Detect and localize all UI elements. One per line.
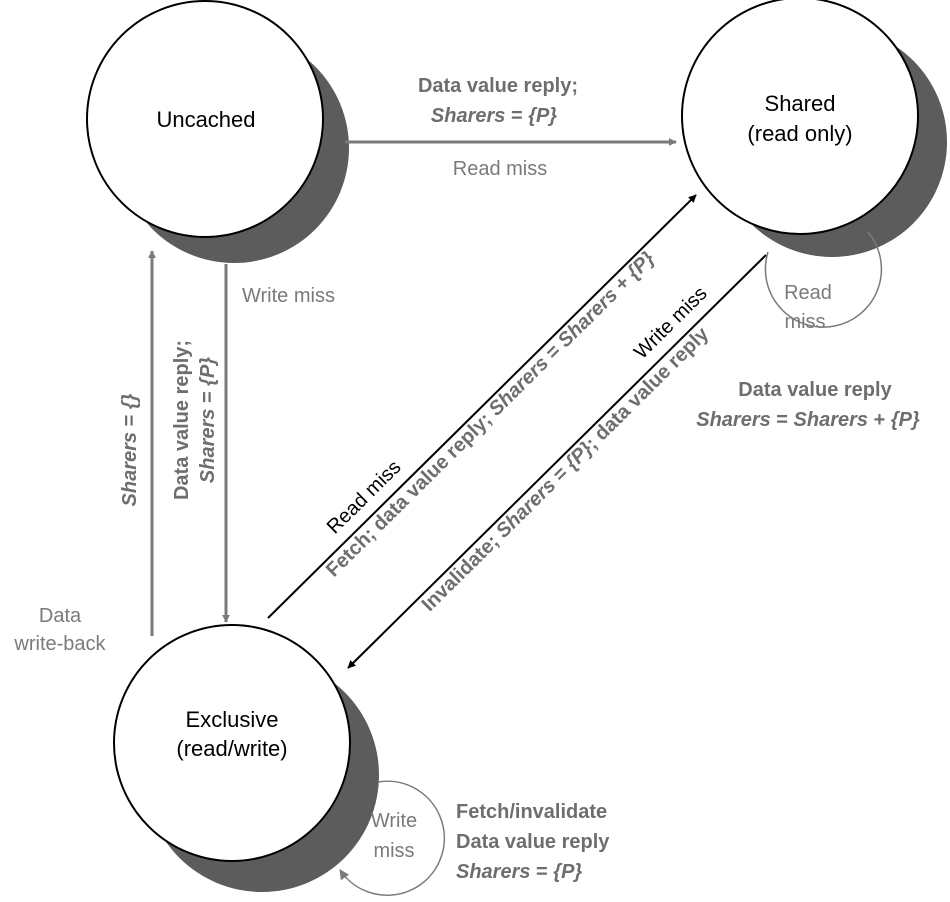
exclusive-self-event-label: Write: [371, 810, 417, 832]
uncached-state-label: Uncached: [156, 107, 255, 132]
exclusive-state: Exclusive (read/write): [113, 624, 351, 862]
exclusive-self-action-label-2: Data value reply: [456, 831, 610, 853]
exclusive-write-miss-loop-arrow: [339, 780, 446, 896]
exclusive-self-sharers-label: Sharers = {P}: [456, 861, 582, 883]
exclusive-to-shared-labels: Read miss Fetch; data value reply; Share…: [322, 247, 659, 581]
uncached-to-exclusive-action-label: Data value reply; Sharers = {P}: [171, 340, 219, 500]
shared-self-event-label: Read: [784, 282, 832, 304]
exclusive-to-shared-arrow: [267, 194, 697, 619]
svg-text:Data value reply;: Data value reply;: [171, 340, 193, 500]
uncached-to-shared-action-label: Data value reply;: [418, 75, 578, 97]
uncached-to-shared-event-label: Read miss: [453, 158, 547, 180]
shared-state-label: Shared: [765, 91, 836, 116]
shared-state: Shared (read only): [681, 0, 919, 235]
svg-text:Sharers = {}: Sharers = {}: [119, 393, 141, 506]
shared-self-action-label: Data value reply: [738, 379, 892, 401]
exclusive-self-action-label: Fetch/invalidate: [456, 801, 607, 823]
uncached-to-exclusive-event-label: Write miss: [242, 285, 335, 307]
shared-self-sharers-label: Sharers = Sharers + {P}: [696, 409, 920, 431]
uncached-to-shared-sharers-label: Sharers = {P}: [431, 105, 557, 127]
shared-state-sublabel: (read only): [747, 121, 852, 146]
shared-to-exclusive-arrow: [347, 254, 767, 669]
exclusive-state-label: Exclusive: [186, 707, 279, 732]
shared-self-event-label-2: miss: [784, 311, 825, 333]
shared-read-miss-loop-arrow: [764, 231, 883, 328]
svg-text:Sharers = {P}: Sharers = {P}: [197, 357, 219, 483]
shared-to-exclusive-action-label: Invalidate; Sharers = {P}; data value re…: [418, 322, 714, 615]
exclusive-state-sublabel: (read/write): [176, 736, 287, 761]
uncached-state: Uncached: [86, 0, 324, 238]
exclusive-to-uncached-event-label-2: write-back: [13, 633, 106, 655]
exclusive-to-uncached-action-label: Sharers = {}: [119, 393, 141, 506]
exclusive-to-uncached-event-label: Data: [39, 605, 82, 627]
exclusive-self-event-label-2: miss: [373, 840, 414, 862]
